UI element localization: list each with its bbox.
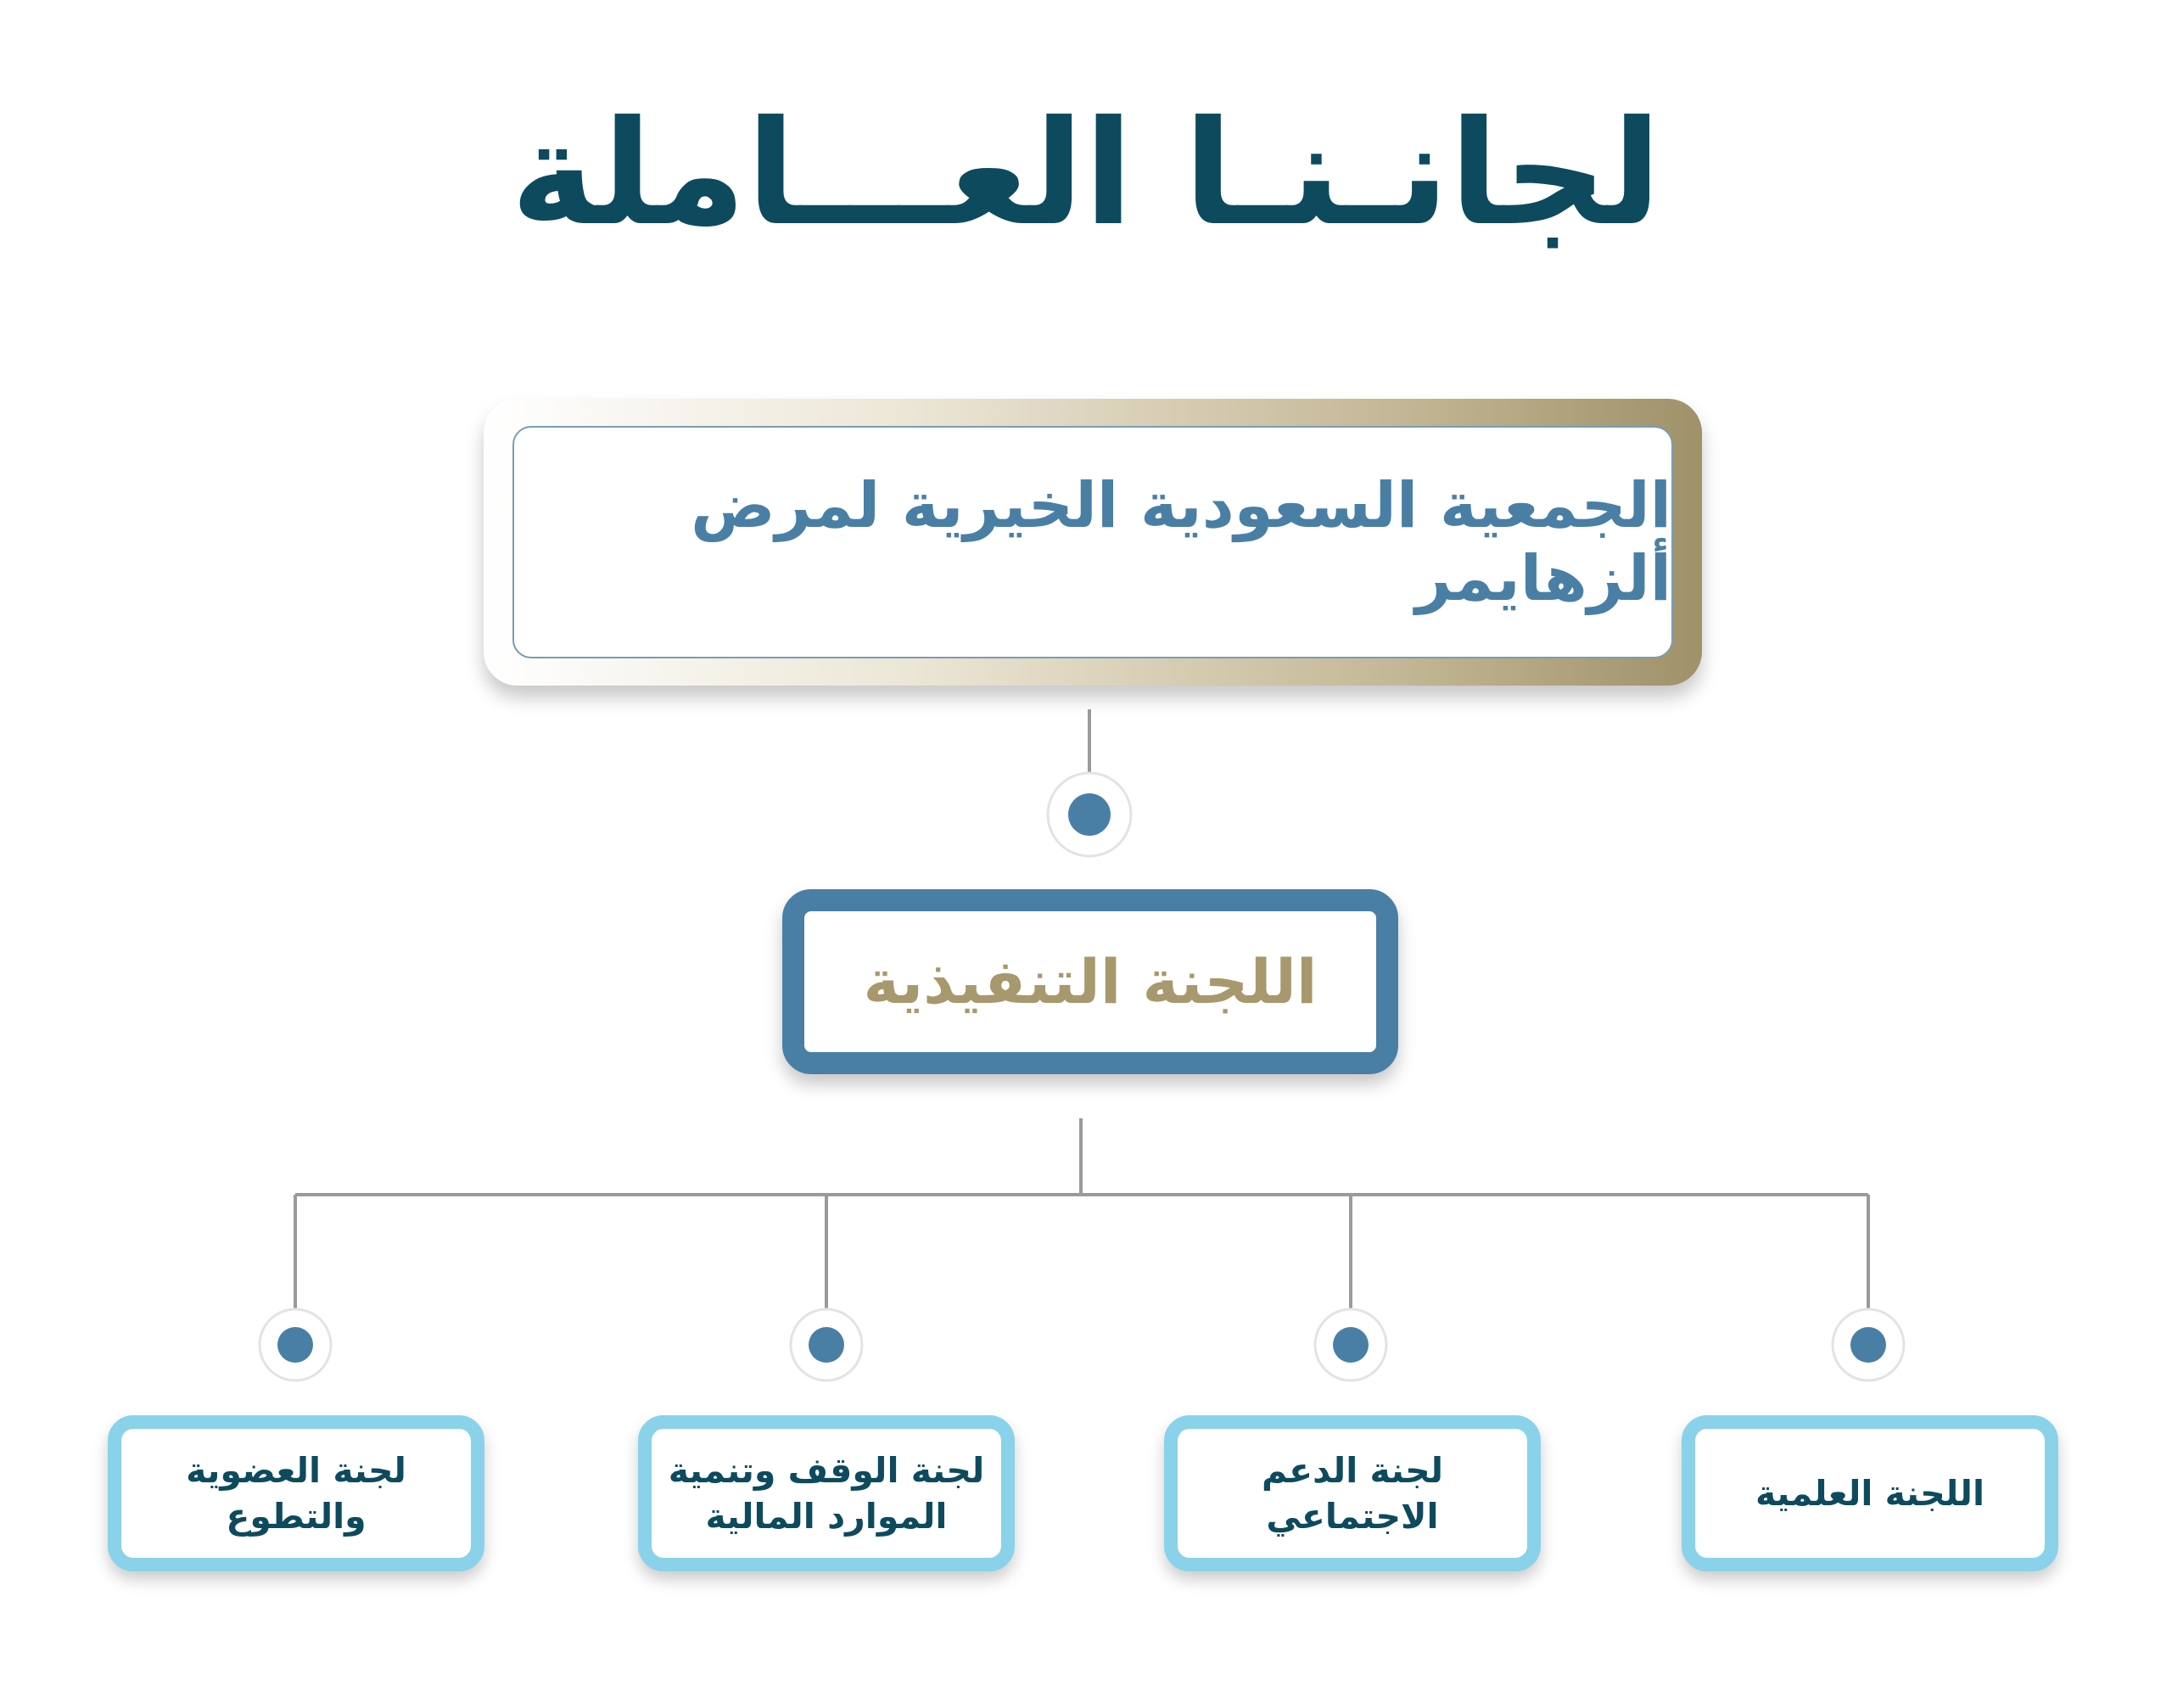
node-dot-exec: [1046, 771, 1133, 858]
committee-label: لجنة الدعم الاجتماعي: [1261, 1450, 1444, 1537]
node-dot-2: [789, 1308, 864, 1382]
root-node-label: الجمعية السعودية الخيرية لمرض ألزهايمر: [691, 469, 1671, 615]
committee-endowment-financial: لجنة الوقف وتنمية الموارد المالية: [638, 1415, 1015, 1571]
node-dot-1: [258, 1308, 333, 1382]
executive-committee-node: اللجنة التنفيذية: [782, 889, 1398, 1074]
node-dot-3: [1313, 1308, 1388, 1382]
committee-social-support: لجنة الدعم الاجتماعي: [1164, 1415, 1541, 1571]
root-node-frame: الجمعية السعودية الخيرية لمرض ألزهايمر: [484, 399, 1702, 686]
committee-label: لجنة الوقف وتنمية الموارد المالية: [668, 1450, 985, 1537]
executive-committee-label: اللجنة التنفيذية: [863, 946, 1318, 1017]
node-dot-4: [1831, 1308, 1906, 1382]
committee-membership-volunteering: لجنة العضوية والتطوع: [108, 1415, 484, 1571]
root-node: الجمعية السعودية الخيرية لمرض ألزهايمر: [512, 426, 1673, 658]
page-title: لجانـنـا العـــاملة: [510, 90, 1662, 258]
committee-label: لجنة العضوية والتطوع: [186, 1450, 406, 1537]
committee-label: اللجنة العلمية: [1755, 1473, 1985, 1514]
committee-scientific: اللجنة العلمية: [1682, 1415, 2058, 1571]
